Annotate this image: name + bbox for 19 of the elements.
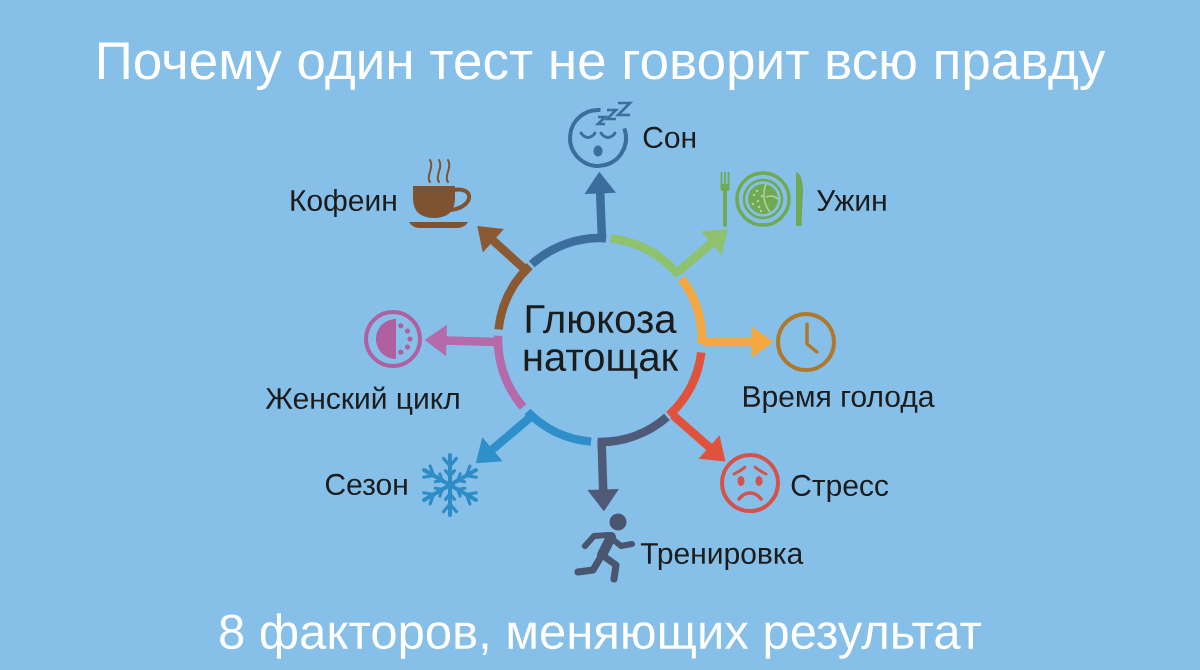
sad-face-icon bbox=[720, 453, 780, 513]
factor-label: Женский цикл bbox=[265, 386, 459, 415]
factor-label: Кофеин bbox=[291, 189, 396, 218]
factor-label: Сезон bbox=[325, 473, 407, 496]
caption: 8 факторов, меняющих результат bbox=[220, 613, 982, 659]
plate-cutlery-icon bbox=[720, 171, 804, 227]
clock-icon bbox=[776, 312, 836, 372]
factor-label: Тренировка bbox=[640, 543, 804, 571]
runner-icon bbox=[574, 513, 635, 583]
factor-label: Сон bbox=[643, 126, 696, 149]
coffee-cup-icon bbox=[409, 159, 471, 228]
factor-label: Время голода bbox=[744, 386, 935, 414]
snowflake-icon bbox=[422, 453, 478, 517]
half-circle-icon bbox=[364, 310, 422, 368]
title: Почему один тест не говорит всю правду bbox=[98, 42, 1106, 91]
factor-label: Ужин bbox=[817, 190, 886, 212]
arrow bbox=[477, 226, 529, 274]
factor-label: Стресс bbox=[791, 474, 889, 503]
sleeping-face-icon bbox=[568, 101, 634, 168]
